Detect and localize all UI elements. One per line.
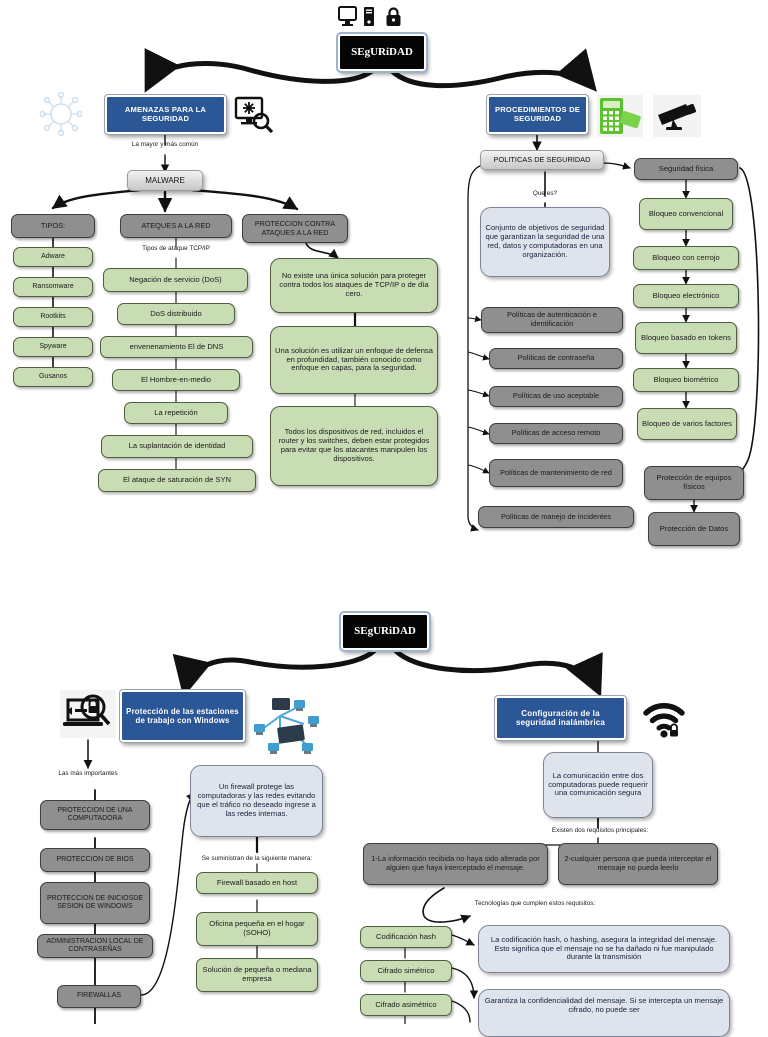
map1-node-ataque-1: DoS distribuido [117,303,235,325]
map2-edge-label-suministran: Se suministran de la siguiente manera: [201,855,313,862]
map1-node-politica-3: Políticas de acceso remoto [489,423,623,444]
monitor-icon [338,6,362,28]
map2-node-config-inalambrica: Configuración de la seguridad inalámbric… [494,695,627,741]
map2-edge-label-tecnologias: Tecnologías que cumplen estos requisitos… [474,900,596,907]
map2-node-firewall-note: Un firewall protege las computadoras y l… [190,765,323,837]
map2-node-left-1: PROTECCION DE BIOS [40,848,150,872]
map1-edge-label-tcpip: Tipos de ataque TCP/IP [142,245,210,252]
map1-node-tipo-1: Ransomware [13,277,93,297]
virus-icon [40,92,82,136]
map1-node-equipos-fisicos: Protección de equipos físicos [644,466,744,500]
map2-node-firewall-type-2: Solución de pequeña o mediana empresa [196,958,318,992]
map1-node-politica-0: Políticas de autenticación e identificac… [481,307,623,333]
map1-node-seguridad-fisica: Seguridad física [634,158,738,180]
map1-node-bloqueo-5: Bloqueo de varios factores [637,408,737,440]
map1-node-malware: MALWARE [127,170,203,191]
map1-node-definicion: Conjunto de objetivos de seguridad que g… [480,207,610,277]
map2-node-requisito-1: 2-cualquier persona que pueda intercepta… [558,843,718,885]
map2-node-hash-note: La codificación hash, o hashing, asegura… [478,925,730,973]
map1-node-tipo-3: Spyware [13,337,93,357]
map2-node-left-0: PROTECCION DE UNA COMPUTADORA [40,800,150,830]
network-diagram-icon [250,688,330,758]
map2-node-tecnologia-1: Cifrado simétrico [360,960,452,982]
map2-node-left-2: PROTECCION DE INICIOSDE SESION DE WINDOW… [40,882,150,924]
map2-node-requisito-0: 1-La información recibida no haya sido a… [363,843,548,885]
map1-node-ataque-4: La repetición [124,402,228,424]
laptop-lock-icon [60,690,116,738]
map1-node-politica-2: Políticas de uso aceptable [489,386,623,407]
map2-node-tecnologia-0: Codificación hash [360,926,452,948]
map1-node-amenazas: AMENAZAS PARA LA SEGURIDAD [104,94,227,135]
monitor-scan-icon [234,95,274,135]
map1-node-politicas-header: POLITICAS DE SEGURIDAD [480,150,604,170]
keypad-access-icon [597,95,643,137]
map1-node-ataques-header: ATEQUES A LA RED [120,214,232,238]
map2-node-firewall-type-1: Oficina pequeña en el hogar (SOHO) [196,912,318,946]
map1-node-bloqueo-2: Bloqueo electrónico [633,284,739,308]
map2-root-title: SEgURiDAD [339,611,431,652]
wifi-lock-icon [640,697,688,739]
map1-edge-label-quees: Que es? [532,190,558,197]
map2-node-comunicacion-note: La comunicación entre dos computadoras p… [543,752,653,818]
map2-node-estaciones-windows: Protección de las estaciones de trabajo … [119,689,246,743]
map1-node-ataque-2: envenenamiento El de DNS [100,336,253,358]
map1-node-procedimientos: PROCEDIMIENTOS DE SEGURIDAD [486,94,589,135]
map1-node-bloqueo-3: Bloqueo basado en tokens [635,322,737,354]
map1-node-proteccion-1: Una solución es utilizar un enfoque de d… [270,326,438,394]
map2-edge-label-importantes: Las más importantes [58,770,118,777]
map2-node-cipher-note: Garantiza la confidencialidad del mensaj… [478,989,730,1037]
map1-node-politica-1: Políticas de contraseña [489,348,623,369]
map1-node-tipos-header: TIPOS: [11,214,95,238]
map1-node-tipo-0: Adware [13,247,93,267]
map1-node-proteccion-0: No existe una única solución para proteg… [270,258,438,313]
security-camera-icon [653,95,701,137]
map1-node-ataque-3: El Hombre-en-medio [112,369,240,391]
map1-node-politica-5: Políticas de manejo de incidentes [478,506,634,528]
map1-node-bloqueo-1: Bloqueo con cerrojo [633,246,739,270]
map1-node-bloqueo-0: Bloqueo convencional [639,198,733,230]
map1-node-ataque-6: El ataque de saturación de SYN [98,469,256,492]
map1-node-proteccion-2: Todos los dispositivos de red, incluidos… [270,406,438,486]
map1-root-title: SEgURiDAD [336,32,428,73]
map2-node-left-4: FIREWALLAS [57,985,141,1008]
map1-node-bloqueo-4: Bloqueo biométrico [633,368,739,392]
map2-node-firewall-type-0: Firewall basado en host [196,872,318,894]
map2-node-left-3: ADMINISTRACION LOCAL DE CONTRASEÑAS [37,934,153,958]
map1-node-ataque-0: Negación de servicio (DoS) [103,268,248,292]
computer-tower-icon [363,6,376,28]
map1-node-ataque-5: La suplantación de identidad [101,435,253,458]
padlock-icon [385,6,402,28]
map1-edge-label-comun: La mayor y más común [131,141,199,148]
map1-node-proteccion-datos: Protección de Datos [648,512,740,546]
map2-node-tecnologia-2: Cifrado asimétrico [360,994,452,1016]
map1-node-tipo-4: Gusanos [13,367,93,387]
map2-edge-label-requisitos: Existen dos requisitos principales: [551,827,649,834]
map1-node-tipo-2: Rootkits [13,307,93,327]
map1-node-politica-4: Políticas de mantenimiento de red [489,459,623,487]
map1-node-proteccion-header: PROTECCION CONTRA ATAQUES A LA RED [242,214,348,243]
